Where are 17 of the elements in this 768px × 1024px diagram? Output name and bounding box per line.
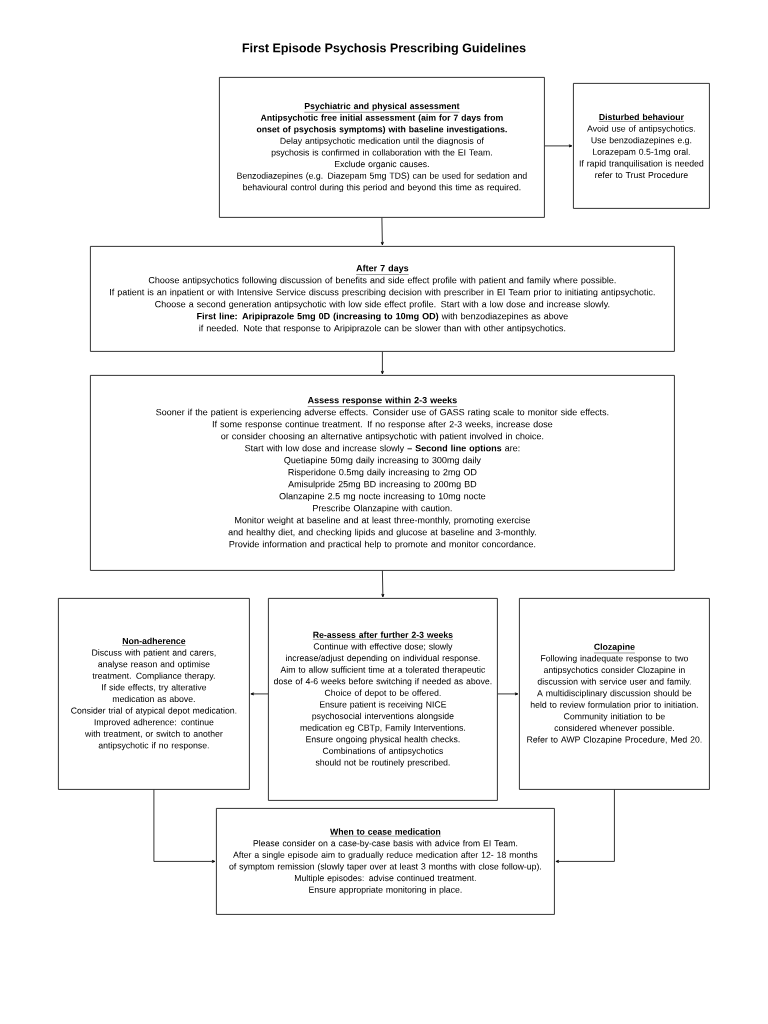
- step-box: Disturbed behaviour Avoid use of antipsychotics. Use benzodiazepines e.g. Lorazepam 0.5-1mg oral. If rapid tranquilisation is needed refer to Trust Procedure: [573, 83, 710, 209]
- step-box: Re-assess after further 2-3 weeks Continue with effective dose; slowly increase/adjust depending on individual response. Aim to allow sufficient time at a tolerated therapeutic dose of 4-6 weeks before switching if needed as above. Choice of depot to be offered. Ensure patient is receiving NICE psychosocial interventions alongside medication eg CBTp, Family Interventions. Ensure ongoing physical health checks. Combinations of antipsychotics should not be routinely prescribed.: [268, 598, 498, 801]
- step-box: After 7 days Choose antipsychotics following discussion of benefits and side effect profile with patient and family where possible. If patient is an inpatient or with Intensive Service discuss prescribing decision with prescriber in EI Team prior to initiating antipsychotic. Choose a second generation antipsychotic with low side effect profile. Start with a low dose and increase slowly. First line: Aripiprazole 5mg 0D (increasing to 10mg OD) with benzodiazepines as above if needed. Note that response to Aripiprazole can be slower than with other antipsychotics.: [90, 246, 675, 352]
- arrow: [381, 570, 385, 598]
- title: First Episode Psychosis Prescribing Guidelines: [242, 43, 526, 55]
- step-box: Non-adherence Discuss with patient and carers, analyse reason and optimise treatment. Compliance therapy. If side effects, try alterative medication as above. Consider trial of atypical depot medication. Improved adherence: continue with treatment, or switch to another antipsychotic if no response.: [58, 598, 250, 790]
- arrow: [555, 789, 615, 863]
- step-box: Clozapine Following inadequate response to two antipsychotics consider Clozapine in discussion with service user and family. A multidisciplinary discussion should be held to review formulation prior to initiation. Community initiation to be considered whenever possible. Refer to AWP Clozapine Procedure, Med 20.: [519, 598, 710, 790]
- arrow: [544, 144, 573, 148]
- step-box: When to cease medication Please consider on a case-by-case basis with advice from EI Team. After a single episode aim to gradually reduce medication after 12- 18 months of symptom remission (slowly taper over at least 3 months with close follow-up). Multiple episodes: advise continued treatment. Ensure appropriate monitoring in place.: [216, 808, 555, 915]
- arrow: [497, 692, 519, 696]
- arrow: [380, 351, 384, 375]
- step-box: Psychiatric and physical assessment Antipsychotic free initial assessment (aim for 7 days from onset of psychosis symptoms) with baseline investigations. Delay antipsychotic medication until the diagnosis of psychosis is confirmed in collaboration with the EI Team. Exclude organic causes. Benzodiazepines (e.g. Diazepam 5mg TDS) can be used for sedation and behavioural control during this period and beyond this time as required.: [219, 77, 545, 218]
- arrow: [250, 692, 269, 696]
- arrow: [380, 217, 384, 246]
- step-box: Assess response within 2-3 weeks Sooner if the patient is experiencing adverse effects. Consider use of GASS rating scale to monitor side effects. If some response continue treatment. If no response after 2-3 weeks, increase dose or consider choosing an alternative antipsychotic with patient involved in choice. Start with low dose and increase slowly – Second line options are: Quetiapine 50mg daily increasing to 300mg daily Risperidone 0.5mg daily increasing to 2mg OD Amisulpride 25mg BD increasing to 200mg BD Olanzapine 2.5 mg nocte increasing to 10mg nocte Prescribe Olanzapine with caution. Monitor weight at baseline and at least three-monthly, promoting exercise and healthy diet, and checking lipids and glucose at baseline and 3-monthly. Provide information and practical help to promote and monitor concordance.: [90, 375, 675, 571]
- arrow: [153, 789, 216, 863]
